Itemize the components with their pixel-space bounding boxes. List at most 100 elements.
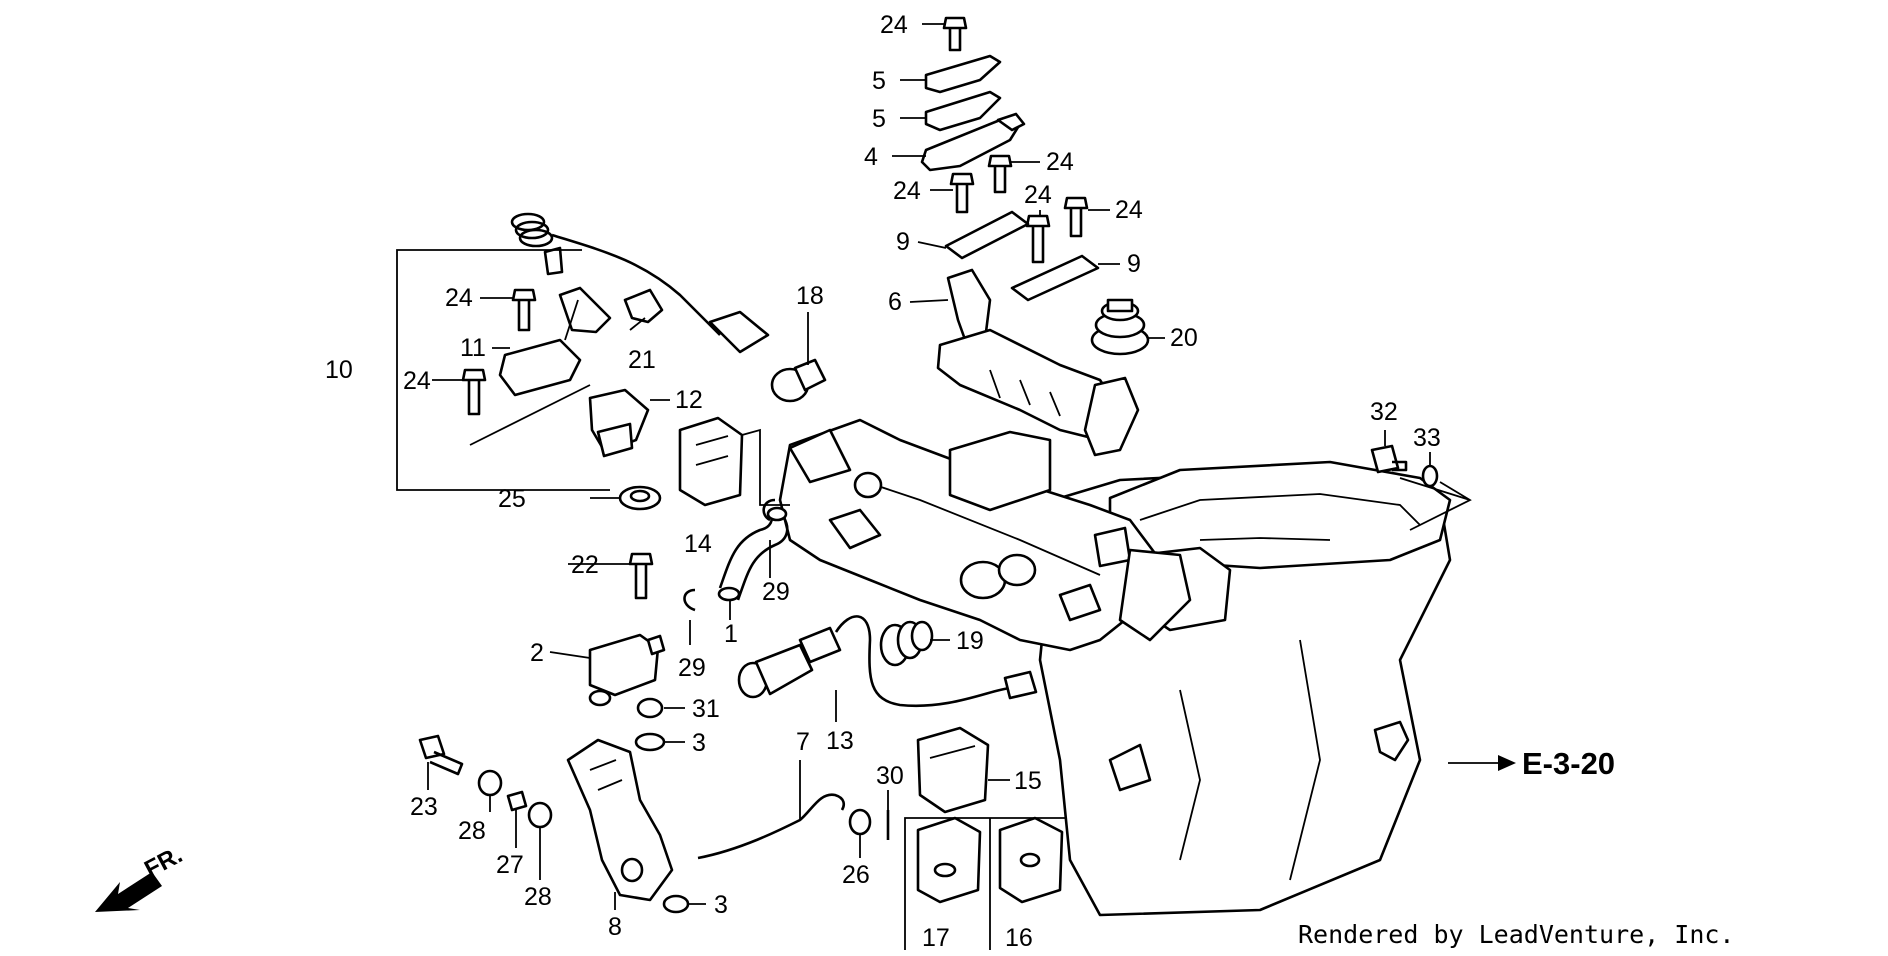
part-label-28: 28 [458, 817, 486, 845]
bolt-23 [418, 734, 464, 776]
part-label-26: 26 [842, 861, 870, 889]
bolt-22 [628, 552, 654, 600]
bracket-12 [588, 388, 650, 458]
washer-28-b [527, 801, 553, 829]
part-label-31: 31 [692, 695, 720, 723]
plate-9-a [944, 210, 1030, 260]
part-label-22: 22 [571, 551, 599, 579]
bolt-32 [1370, 444, 1408, 474]
part-label-12: 12 [675, 386, 703, 414]
leader-32-33 [1399, 477, 1472, 531]
washer-33 [1421, 464, 1439, 488]
bolt-24-c [1025, 214, 1051, 264]
part-label-17: 17 [922, 924, 950, 952]
pad-16 [998, 816, 1064, 904]
part-label-3: 3 [692, 729, 706, 757]
leader-14-line [741, 428, 790, 506]
plate-5-upper [924, 54, 1002, 94]
plate-9-b [1010, 254, 1100, 302]
washer-3-a [634, 732, 666, 752]
part-label-5: 5 [872, 67, 886, 95]
grommet-19 [879, 620, 934, 667]
bolt-24-a [987, 154, 1013, 194]
switch-2 [588, 633, 666, 707]
upper-mount-rail [778, 418, 1192, 652]
bolt-24-e [511, 288, 537, 332]
bolt-24-d [1063, 196, 1089, 238]
bolt-24-b [949, 172, 975, 214]
part-label-33: 33 [1413, 424, 1441, 452]
bracket-11 [498, 286, 612, 397]
part-label-21: 21 [628, 346, 656, 374]
bolt-24-top [942, 16, 968, 52]
part-label-11: 11 [460, 334, 486, 362]
part-label-8: 8 [608, 913, 622, 941]
nut-25 [618, 485, 662, 511]
rod-7 [697, 793, 846, 860]
plug-18 [770, 358, 827, 403]
collar-31 [636, 697, 664, 719]
part-label-32: 32 [1370, 398, 1398, 426]
part-label-30: 30 [876, 762, 904, 790]
part-label-24: 24 [403, 367, 431, 395]
part-label-5: 5 [872, 105, 886, 133]
pad-17 [916, 816, 982, 904]
part-label-29: 29 [678, 654, 706, 682]
part-label-24: 24 [1024, 181, 1052, 209]
part-label-14: 14 [684, 530, 712, 558]
part-label-10: 10 [325, 356, 353, 384]
part-label-6: 6 [888, 288, 902, 316]
part-label-9: 9 [896, 228, 910, 256]
grommet-20 [1090, 298, 1150, 356]
leader-lines [427, 23, 1431, 905]
part-label-24: 24 [1046, 148, 1074, 176]
pad-15 [916, 726, 990, 814]
part-label-25: 25 [498, 485, 526, 513]
leader-12-line [469, 384, 591, 446]
plate-5-lower [924, 90, 1002, 132]
part-label-7: 7 [796, 728, 810, 756]
part-label-19: 19 [956, 627, 984, 655]
clip-21 [623, 288, 664, 324]
arm-8 [566, 738, 674, 902]
part-label-4: 4 [864, 143, 878, 171]
clip-29-b [683, 588, 696, 612]
part-label-24: 24 [880, 11, 908, 39]
part-label-2: 2 [530, 639, 544, 667]
plate-4-tab [996, 112, 1026, 132]
part-label-24: 24 [893, 177, 921, 205]
part-label-28: 28 [524, 883, 552, 911]
part-label-16: 16 [1005, 924, 1033, 952]
washer-28-a [477, 769, 503, 797]
part-label-3: 3 [714, 891, 728, 919]
shift-rod-6 [936, 268, 1140, 457]
part-label-24: 24 [1115, 196, 1143, 224]
hose-1 [717, 506, 789, 602]
wire-harness-10 [510, 212, 770, 354]
part-label-24: 24 [445, 284, 473, 312]
part-labels: 24 5 5 4 24 24 24 24 9 9 6 20 18 24 21 1… [325, 11, 1441, 952]
part-label-9: 9 [1127, 250, 1141, 278]
front-arrow-icon [95, 872, 162, 912]
sensor-13 [737, 615, 1038, 708]
part-label-29: 29 [762, 578, 790, 606]
reference-arrow[interactable]: E-3-20 [1448, 746, 1615, 781]
washer-3-b [662, 894, 690, 914]
part-label-18: 18 [796, 282, 824, 310]
part-label-1: 1 [724, 620, 738, 648]
nut-27 [506, 790, 528, 812]
part-label-13: 13 [826, 727, 854, 755]
reference-link-e-3-20[interactable]: E-3-20 [1522, 746, 1615, 781]
part-label-27: 27 [496, 851, 524, 879]
part-label-15: 15 [1014, 767, 1042, 795]
washer-26 [848, 808, 872, 836]
clip-29-a [762, 498, 776, 522]
part-label-20: 20 [1170, 324, 1198, 352]
credit-text: Rendered by LeadVenture, Inc. [1298, 920, 1735, 949]
pad-14 [678, 416, 744, 507]
group-bracket-10 [396, 249, 610, 491]
part-label-23: 23 [410, 793, 438, 821]
bracket-16-17 [904, 817, 1065, 950]
front-direction-indicator: FR. [95, 841, 187, 912]
